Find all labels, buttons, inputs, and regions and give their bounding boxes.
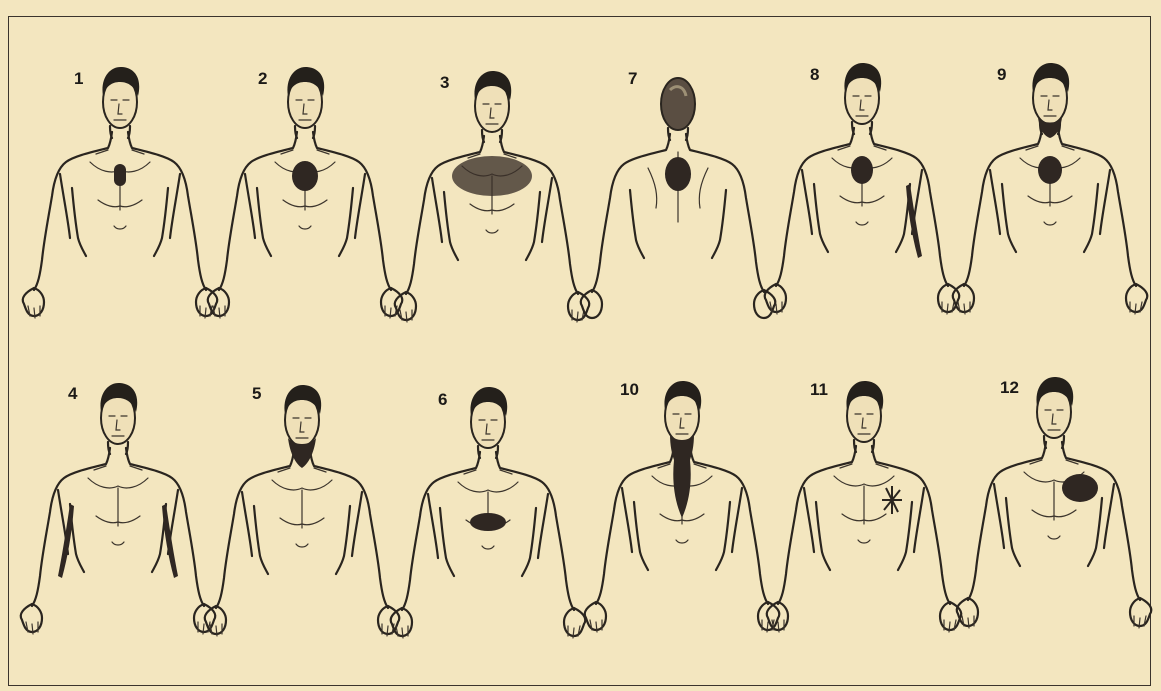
figure-label-4: 4 — [68, 384, 78, 403]
figure-12 — [957, 377, 1152, 628]
figure-6 — [391, 387, 586, 638]
figure-7 — [581, 78, 776, 318]
figure-label-7: 7 — [628, 69, 637, 88]
figure-9 — [953, 63, 1148, 314]
figure-label-1: 1 — [74, 69, 83, 88]
figure-label-11: 11 — [810, 380, 828, 399]
figure-4 — [21, 383, 216, 634]
figure-label-12: 12 — [1000, 378, 1019, 397]
figure-label-8: 8 — [810, 65, 819, 84]
figure-8 — [765, 63, 960, 314]
figure-label-6: 6 — [438, 390, 447, 409]
figure-1 — [23, 67, 218, 318]
figure-label-9: 9 — [997, 65, 1006, 84]
figure-label-3: 3 — [440, 73, 449, 92]
figure-5 — [205, 385, 400, 636]
figure-3 — [395, 71, 590, 322]
figure-2 — [208, 67, 403, 318]
figure-label-10: 10 — [620, 380, 639, 399]
figure-11 — [767, 381, 962, 632]
figure-label-5: 5 — [252, 384, 261, 403]
figure-10 — [585, 381, 780, 632]
figure-label-2: 2 — [258, 69, 267, 88]
